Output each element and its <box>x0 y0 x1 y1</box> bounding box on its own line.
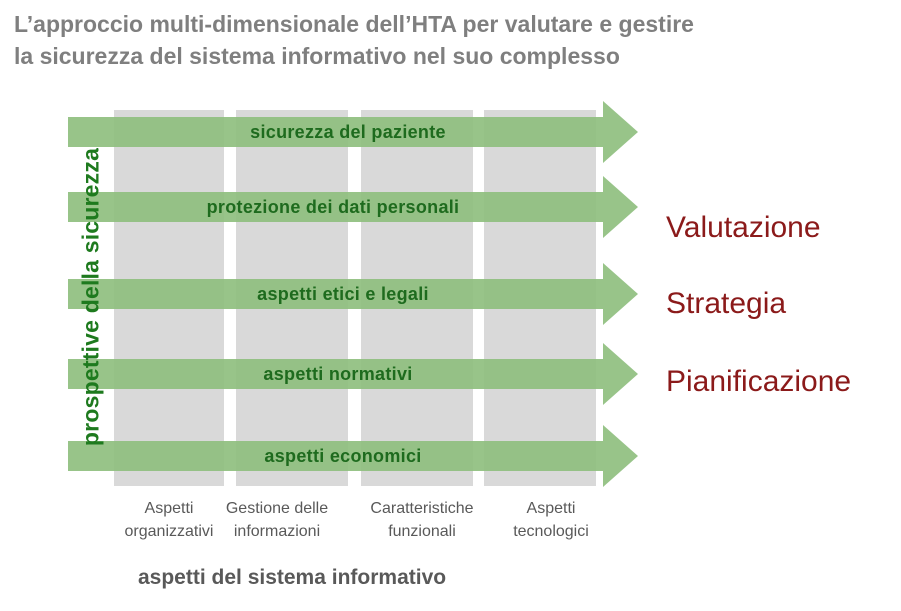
arrow-label: sicurezza del paziente <box>250 122 446 142</box>
arrow-shape <box>68 101 638 163</box>
arrow-row-regulatory: aspetti normativi <box>68 343 638 405</box>
slide-title-line-2: la sicurezza del sistema informativo nel… <box>14 43 620 69</box>
column-label-line-2: tecnologici <box>513 523 589 540</box>
slide-title: L’approccio multi-dimensionale dell’HTA … <box>14 8 874 72</box>
arrow-shape <box>68 425 638 487</box>
arrow-shape <box>68 263 638 325</box>
arrow-label: aspetti etici e legali <box>257 284 429 304</box>
arrow-row-data-protection: protezione dei dati personali <box>68 176 638 238</box>
column-label-functional: Caratteristiche funzionali <box>352 497 492 543</box>
column-label-line-2: organizzativi <box>124 523 214 540</box>
arrow-label: aspetti economici <box>264 446 422 466</box>
column-label-line-2: informazioni <box>233 523 321 540</box>
column-label-organizational: Aspetti organizzativi <box>99 497 239 543</box>
vertical-axis-label: prospettive della sicurezza <box>77 147 104 447</box>
arrow-row-patient-safety: sicurezza del paziente <box>68 101 638 163</box>
arrow-shape <box>68 176 638 238</box>
side-word-strategia: Strategia <box>666 287 787 320</box>
side-word-pianificazione: Pianificazione <box>666 365 852 398</box>
column-label-line-1: Aspetti <box>526 500 576 517</box>
arrow-shape <box>68 343 638 405</box>
column-label-line-1: Aspetti <box>144 500 194 517</box>
column-label-line-1: Caratteristiche <box>370 500 474 517</box>
side-word-valutazione: Valutazione <box>666 211 821 244</box>
column-label-technological: Aspetti tecnologici <box>481 497 621 543</box>
column-label-line-2: funzionali <box>388 523 456 540</box>
arrow-row-ethical-legal: aspetti etici e legali <box>68 263 638 325</box>
slide-title-line-1: L’approccio multi-dimensionale dell’HTA … <box>14 11 694 37</box>
column-label-information: Gestione delle informazioni <box>207 497 347 543</box>
arrow-label: protezione dei dati personali <box>206 197 460 217</box>
arrow-label: aspetti normativi <box>263 364 413 384</box>
arrow-row-economic: aspetti economici <box>68 425 638 487</box>
horizontal-axis-label: aspetti del sistema informativo <box>138 566 447 589</box>
column-label-line-1: Gestione delle <box>225 500 329 517</box>
